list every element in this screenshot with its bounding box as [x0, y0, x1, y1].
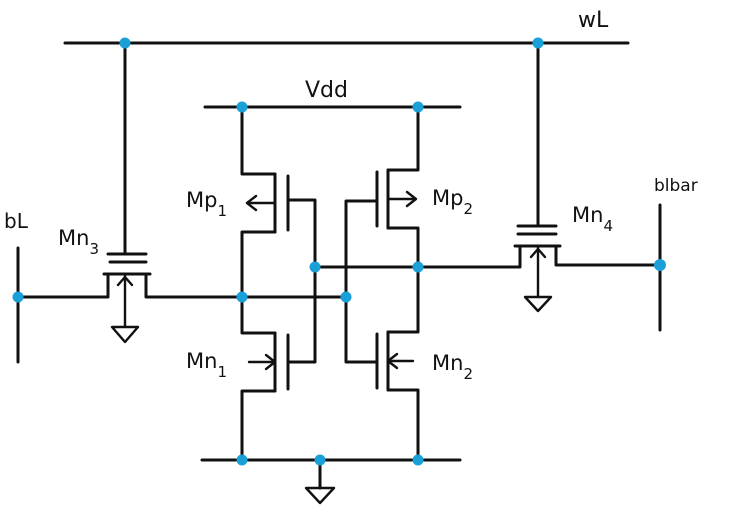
node-vdd-right — [412, 101, 424, 113]
node-wl-right — [532, 37, 544, 49]
node-gnd-right — [412, 454, 424, 466]
node-gnd-left — [236, 454, 248, 466]
node-bl — [12, 291, 24, 303]
label-mn4: Mn4 — [572, 203, 613, 235]
right-inverter-wiring — [344, 105, 420, 462]
transistor-mn3 — [16, 246, 244, 364]
node-gnd-mid — [314, 454, 326, 466]
node-q — [236, 291, 248, 303]
transistor-mp1 — [245, 172, 290, 234]
label-word-line: wL — [578, 8, 609, 33]
label-vdd: Vdd — [305, 78, 348, 103]
node-vdd-left — [236, 101, 248, 113]
ground-icon-mn4 — [523, 295, 553, 313]
junction-nodes — [12, 37, 666, 466]
cross-coupling — [240, 265, 420, 299]
node-q-bar — [412, 261, 424, 273]
node-blbar — [654, 259, 666, 271]
node-wl-left — [119, 37, 131, 49]
ground-icon-main — [304, 486, 336, 505]
label-mn3: Mn3 — [58, 226, 99, 258]
label-mp1: Mp1 — [186, 188, 227, 220]
label-mn1: Mn1 — [186, 349, 227, 381]
left-inverter-wiring — [240, 105, 317, 462]
label-bit-line-bar: blbar — [654, 176, 698, 196]
label-mp2: Mp2 — [432, 186, 473, 218]
transistor-mp2 — [375, 168, 418, 230]
transistor-mn2 — [375, 330, 415, 392]
transistor-mn1 — [247, 331, 290, 393]
ground-icon-mn3 — [110, 325, 140, 344]
node-left-gate — [309, 261, 321, 273]
label-mn2: Mn2 — [432, 351, 473, 383]
node-right-gate — [340, 291, 352, 303]
label-bit-line: bL — [4, 209, 29, 233]
